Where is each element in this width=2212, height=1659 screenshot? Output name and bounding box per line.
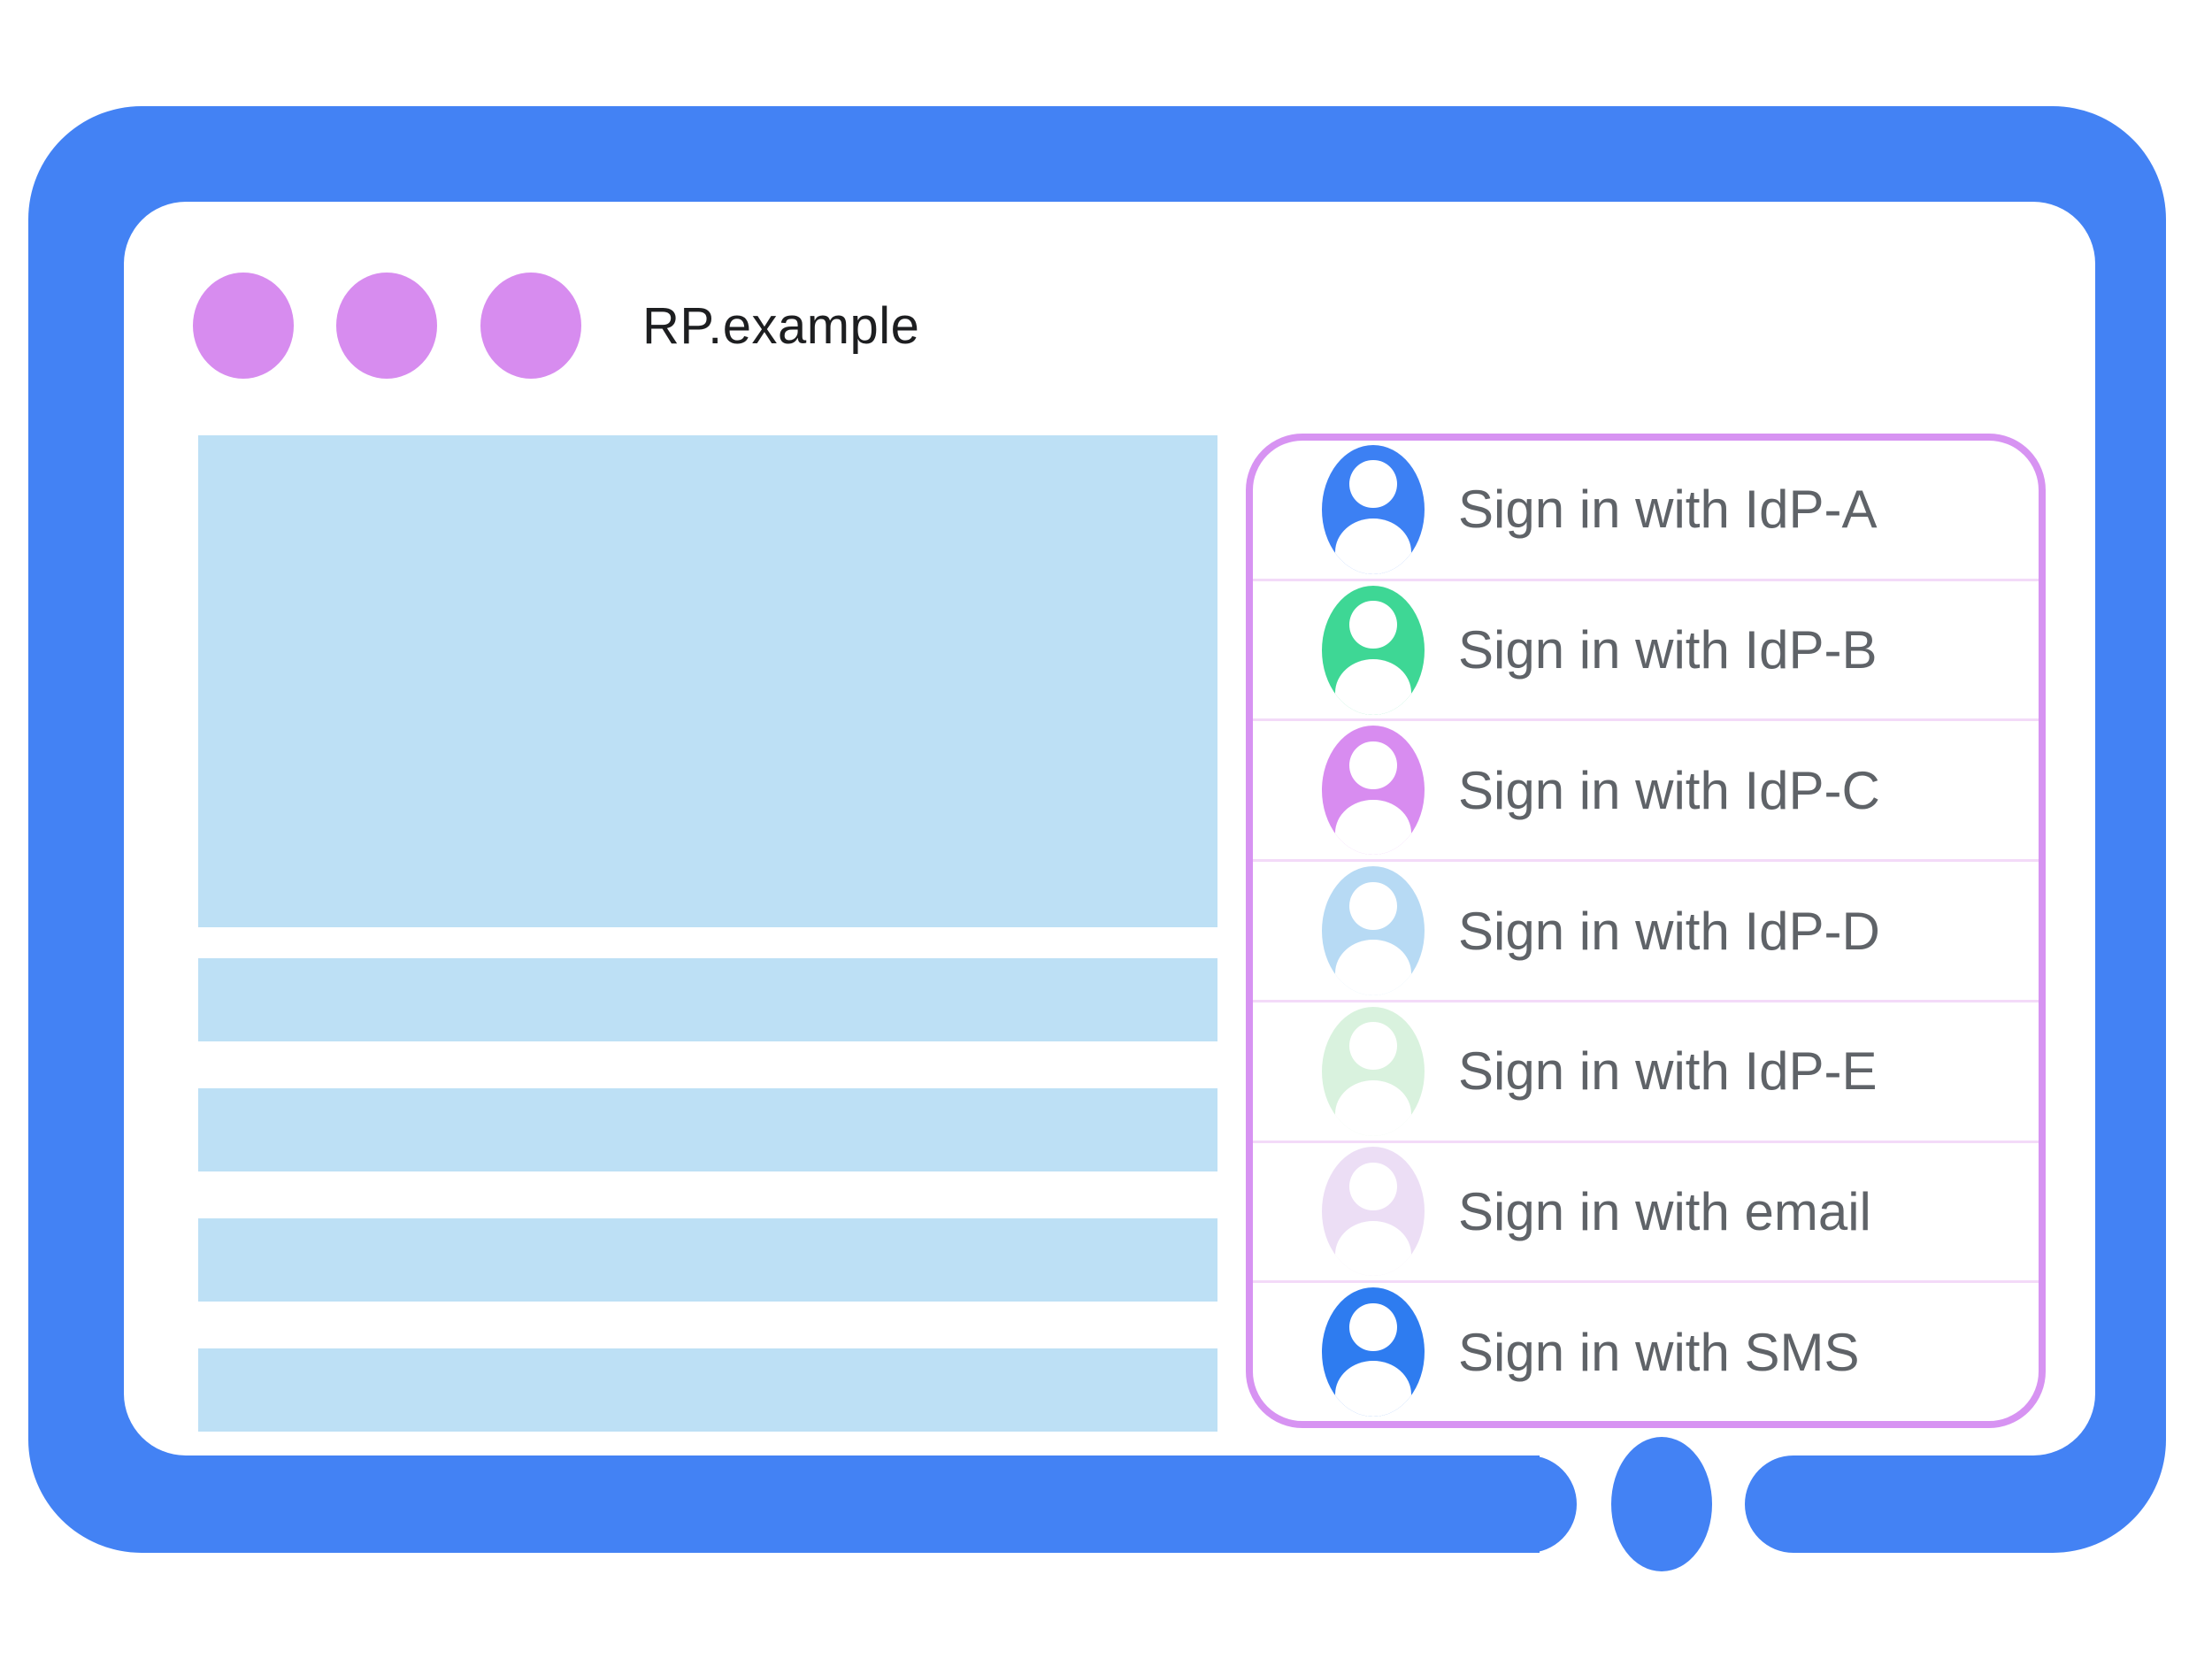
user-avatar-icon <box>1322 444 1425 574</box>
signin-item-label: Sign in with IdP-E <box>1458 1041 1878 1102</box>
avatar-torso <box>1335 1220 1411 1277</box>
content-text-bar-placeholder <box>198 1218 1217 1302</box>
bottom-bezel-right-cap <box>1745 1455 1931 1553</box>
content-text-placeholders <box>198 958 1217 1479</box>
signin-panel: Sign in with IdP-A Sign in with IdP-B Si… <box>1246 434 2046 1428</box>
signin-item-email[interactable]: Sign in with email <box>1253 1140 2039 1281</box>
user-avatar-icon <box>1322 1287 1425 1417</box>
home-button <box>1611 1437 1712 1571</box>
avatar-head <box>1349 741 1397 789</box>
signin-item-idp-e[interactable]: Sign in with IdP-E <box>1253 999 2039 1141</box>
avatar-torso <box>1335 658 1411 715</box>
signin-item-idp-b[interactable]: Sign in with IdP-B <box>1253 578 2039 719</box>
user-avatar-icon <box>1322 726 1425 856</box>
signin-item-sms[interactable]: Sign in with SMS <box>1253 1280 2039 1421</box>
avatar-head <box>1349 460 1397 509</box>
avatar-head <box>1349 1302 1397 1351</box>
site-title: RP.example <box>642 296 920 355</box>
signin-item-idp-a[interactable]: Sign in with IdP-A <box>1253 441 2039 579</box>
avatar-torso <box>1335 1361 1411 1417</box>
avatar-torso <box>1335 1079 1411 1136</box>
avatar-head <box>1349 1022 1397 1071</box>
avatar-head <box>1349 1162 1397 1210</box>
signin-item-label: Sign in with email <box>1458 1181 1871 1241</box>
avatar-torso <box>1335 940 1411 996</box>
user-avatar-icon <box>1322 866 1425 996</box>
bottom-bezel-left-cap <box>1380 1455 1577 1553</box>
avatar-torso <box>1335 518 1411 574</box>
user-avatar-icon <box>1322 1006 1425 1136</box>
signin-item-label: Sign in with SMS <box>1458 1322 1860 1382</box>
signin-item-idp-c[interactable]: Sign in with IdP-C <box>1253 718 2039 859</box>
signin-item-label: Sign in with IdP-D <box>1458 901 1880 961</box>
signin-item-label: Sign in with IdP-C <box>1458 760 1880 820</box>
window-dot-icon <box>193 273 294 379</box>
content-text-bar-placeholder <box>198 958 1217 1041</box>
user-avatar-icon <box>1322 585 1425 715</box>
avatar-head <box>1349 601 1397 649</box>
signin-item-label: Sign in with IdP-B <box>1458 620 1878 680</box>
window-dot-icon <box>480 273 581 379</box>
avatar-torso <box>1335 799 1411 856</box>
signin-item-label: Sign in with IdP-A <box>1458 480 1878 540</box>
content-text-bar-placeholder <box>198 1088 1217 1171</box>
signin-item-idp-d[interactable]: Sign in with IdP-D <box>1253 859 2039 1000</box>
user-avatar-icon <box>1322 1147 1425 1277</box>
window-dot-icon <box>336 273 437 379</box>
content-hero-placeholder <box>198 435 1217 927</box>
avatar-head <box>1349 881 1397 930</box>
content-text-bar-placeholder <box>198 1348 1217 1432</box>
